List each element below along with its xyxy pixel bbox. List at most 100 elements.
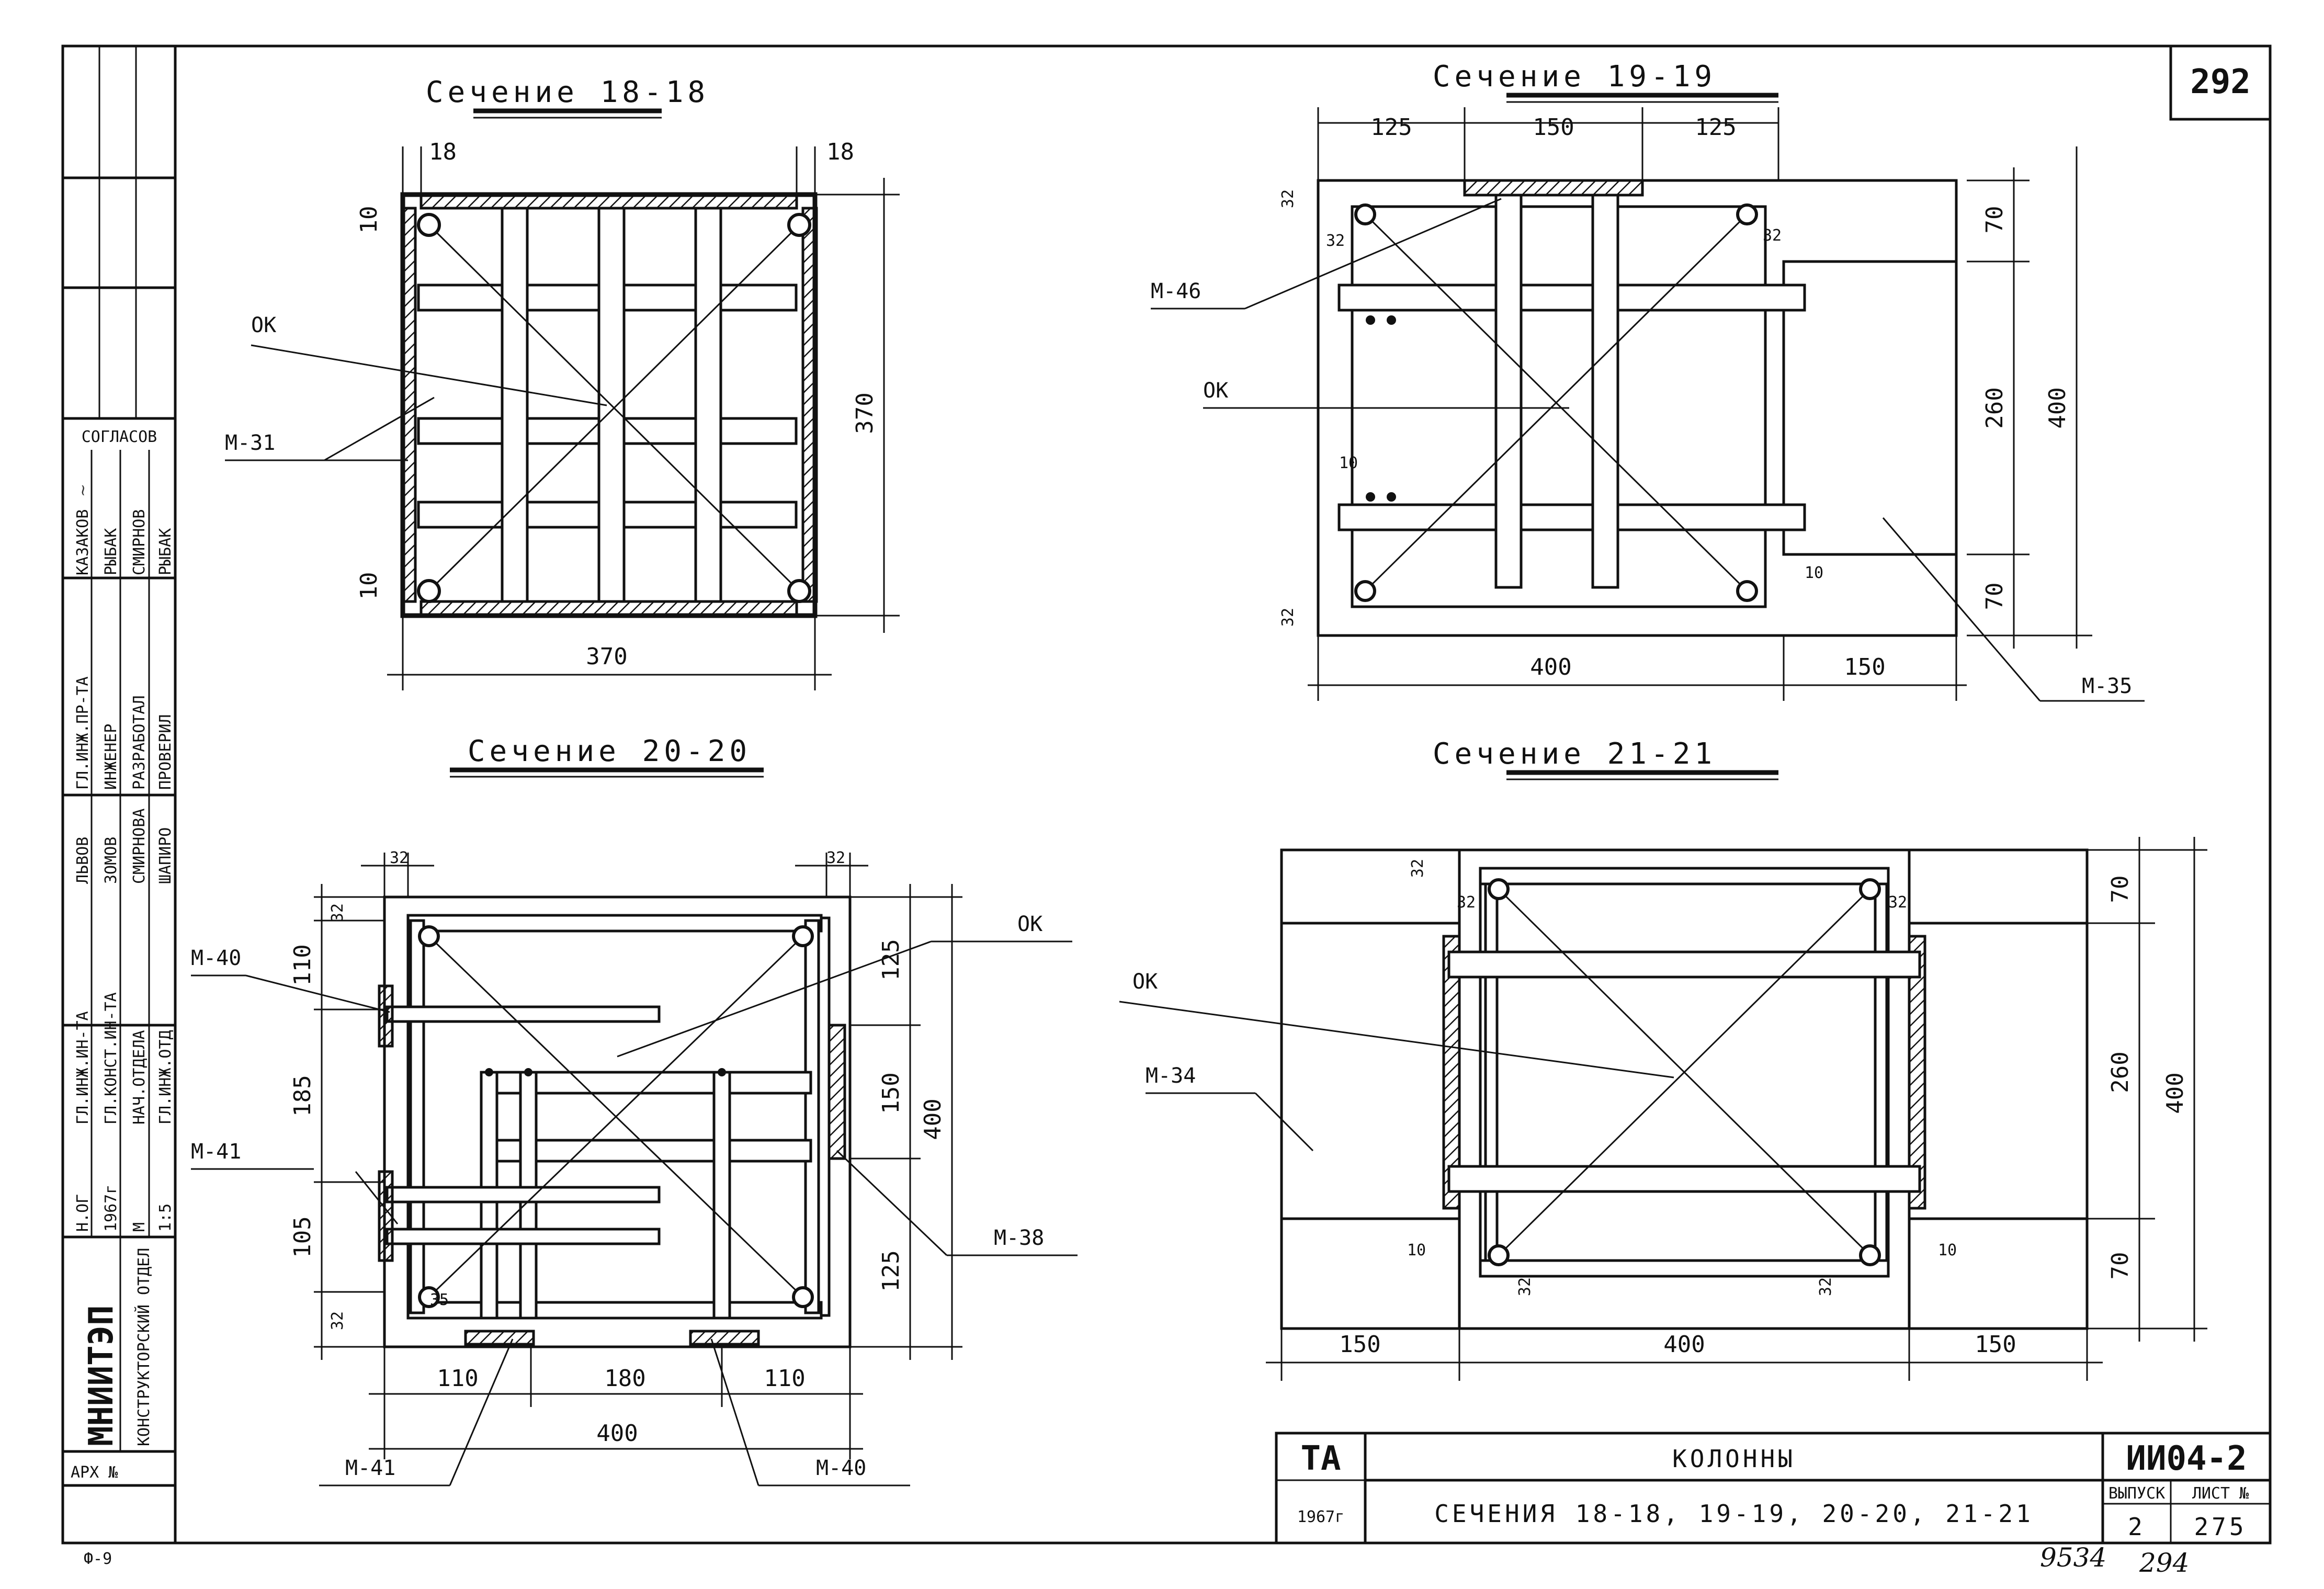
- s20-dim-t2: 32: [826, 849, 845, 867]
- s19-dim-t3: 125: [1695, 114, 1736, 141]
- stamp-meta-1: Н.ОГ: [74, 1194, 92, 1232]
- s20-dim-l1: 32: [328, 903, 347, 922]
- s21-dim-rv1: 70: [2107, 876, 2134, 903]
- stamp-name-2: ЗОМОВ: [102, 837, 120, 884]
- stamp-name-4: ШАПИРО: [156, 827, 175, 884]
- section-18-plate-top: [420, 193, 798, 210]
- s20-dim-small: 35: [430, 1291, 449, 1309]
- s20-dim-l2: 110: [289, 944, 316, 985]
- s19-label-m35: М-35: [2082, 674, 2132, 698]
- stamp-approver-1: КАЗАКОВ: [74, 509, 92, 575]
- footer-right-number: 294: [2139, 1548, 2189, 1578]
- s20-dim-b1: 110: [437, 1365, 478, 1392]
- s19-dim-l4: 32: [1279, 608, 1297, 627]
- s20-dim-l4: 105: [289, 1216, 316, 1257]
- s18-dim-left-top: 10: [356, 206, 382, 234]
- s19-dim-t2: 150: [1533, 114, 1574, 141]
- s21-label-m34: М-34: [1146, 1064, 1196, 1088]
- section-18-title: Сечение 18-18: [426, 75, 709, 109]
- s20-label-m41b: М-41: [345, 1456, 395, 1480]
- section-18-plate-left: [400, 207, 417, 603]
- stamp-approver-4: РЫБАК: [156, 528, 175, 575]
- stamp-role-2: ИНЖЕНЕР: [102, 724, 120, 790]
- s20-dim-b2: 180: [604, 1365, 645, 1392]
- s19-label-m46: М-46: [1151, 279, 1201, 303]
- s21-dim-r3: 10: [1938, 1241, 1957, 1259]
- stamp-meta-4: 1:5: [156, 1204, 175, 1232]
- s20-label-m41a: М-41: [191, 1140, 241, 1164]
- s21-dim-l3: 10: [1407, 1241, 1426, 1259]
- section-20-title: Сечение 20-20: [468, 734, 751, 768]
- signature-1: ~: [74, 484, 92, 497]
- stamp-role2-2: ГЛ.КОНСТ.ИН-ТА: [102, 992, 120, 1125]
- page-number-box: [2169, 44, 2272, 121]
- corner-mark: Ф-9: [84, 1550, 112, 1568]
- sheet-label: ЛИСТ №: [2192, 1484, 2249, 1503]
- section-20-20: Сечение 20-20 35: [191, 734, 1078, 1486]
- s19-dim-b2: 150: [1844, 654, 1885, 680]
- stamp-role2-1: ГЛ.ИНЖ.ИН-ТА: [74, 1011, 92, 1125]
- s20-dim-t1: 32: [390, 849, 409, 867]
- s21-dim-b1: 150: [1339, 1331, 1380, 1358]
- sheet-number: 275: [2194, 1513, 2247, 1541]
- s19-dim-rv-total: 400: [2044, 387, 2071, 428]
- section-19-side-block: [1782, 260, 1958, 556]
- stamp-approver-2: РЫБАК: [102, 528, 120, 575]
- s18-dim-right: 370: [852, 392, 878, 434]
- s21-label-ok: ОК: [1132, 970, 1158, 994]
- s21-dim-r1: 32: [1888, 893, 1907, 912]
- title-code: ИИ04-2: [2126, 1439, 2247, 1478]
- department-name: КОНСТРУКТОРСКИЙ ОТДЕЛ: [134, 1248, 153, 1446]
- s19-dim-rv3: 70: [1981, 583, 2008, 610]
- s19-dim-l3: 10: [1339, 454, 1358, 472]
- s18-label-m: М-31: [225, 431, 275, 455]
- s21-dim-rv3: 70: [2107, 1252, 2134, 1280]
- s20-dim-r-total: 400: [920, 1098, 946, 1140]
- stamp-role-3: РАЗРАБОТАЛ: [130, 695, 149, 790]
- title-block: ТА 1967г КОЛОННЫ СЕЧЕНИЯ 18-18, 19-19, 2…: [1275, 1432, 2272, 1578]
- stamp-meta-2: 1967г: [102, 1185, 120, 1232]
- stamp-meta-3: М: [130, 1222, 149, 1232]
- stamp-role-1: ГЛ.ИНЖ.ПР-ТА: [74, 676, 92, 790]
- stamp-role2-4: ГЛ.ИНЖ.ОТД.: [156, 1020, 175, 1125]
- s19-dim-b1: 400: [1530, 654, 1571, 680]
- s21-dim-rv-total: 400: [2162, 1072, 2189, 1114]
- s20-dim-b-total: 400: [596, 1420, 638, 1447]
- s21-dim-l4: 32: [1516, 1277, 1534, 1296]
- section-19-19: Сечение 19-19 125 150 125: [1151, 60, 2145, 702]
- s20-label-ok: ОК: [1017, 912, 1042, 936]
- s19-dim-rv1: 70: [1981, 206, 2008, 234]
- s19-dim-rv2: 260: [1981, 387, 2008, 428]
- s20-dim-r2: 150: [878, 1072, 904, 1114]
- s18-dim-left-bottom: 10: [356, 572, 382, 600]
- title-org: ТА: [1300, 1439, 1341, 1478]
- s21-dim-b2: 400: [1663, 1331, 1705, 1358]
- section-20-outline: [383, 895, 852, 1348]
- s21-dim-l2: 32: [1457, 893, 1476, 912]
- stamp-name-1: ЛЬВОВ: [74, 837, 92, 884]
- section-18-18: Сечение 18-18 370 370 18: [225, 75, 900, 690]
- s18-dim-top-left: 18: [429, 139, 457, 165]
- s20-dim-b3: 110: [764, 1365, 805, 1392]
- s21-dim-b3: 150: [1975, 1331, 2016, 1358]
- s19-dim-l2: 32: [1326, 232, 1345, 250]
- s19-dim-r1: 32: [1763, 226, 1782, 245]
- s18-label-ok: ОК: [251, 313, 276, 337]
- s21-dim-r2: 32: [1817, 1277, 1835, 1296]
- stamp-header: СОГЛАСОВ: [82, 428, 157, 446]
- left-stamp: СОГЛАСОВ КАЗАКОВ ~ РЫБАК СМИРНОВ РЫБАК Г…: [63, 46, 177, 1568]
- s20-label-m40a: М-40: [191, 946, 241, 970]
- stamp-role2-3: НАЧ.ОТДЕЛА: [130, 1030, 149, 1125]
- s18-dim-top-right: 18: [826, 139, 854, 165]
- title-main: КОЛОННЫ: [1672, 1445, 1796, 1473]
- stamp-name-3: СМИРНОВА: [130, 809, 149, 884]
- archive-label: АРХ №: [71, 1463, 118, 1482]
- page-number: 292: [2190, 63, 2251, 101]
- s20-dim-r3: 125: [878, 1250, 904, 1291]
- section-21-title: Сечение 21-21: [1433, 737, 1716, 771]
- institute-name: МНИИТЭП: [82, 1305, 121, 1446]
- section-21-21: Сечение 21-21 32 32 10 32 32 32 10: [1119, 737, 2207, 1381]
- s20-label-m40b: М-40: [816, 1456, 866, 1480]
- footer-left-number: 9534: [2040, 1542, 2106, 1573]
- title-year: 1967г: [1297, 1508, 1344, 1526]
